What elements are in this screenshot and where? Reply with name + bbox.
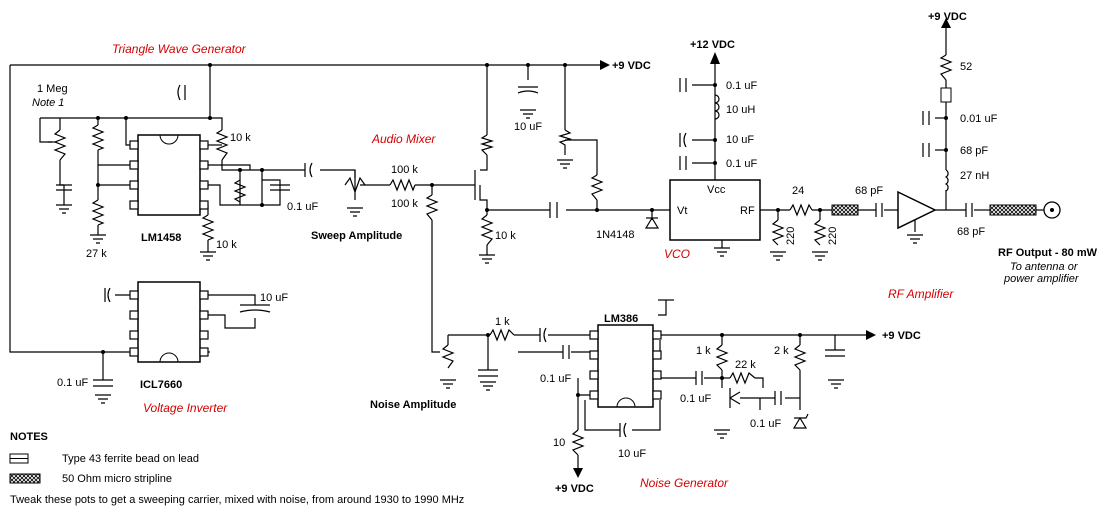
semiconductors bbox=[474, 170, 809, 429]
value-r-100k-b: 100 k bbox=[391, 198, 418, 210]
value-c-10u-inv: 10 uF bbox=[260, 292, 288, 304]
potentiometers bbox=[48, 129, 573, 369]
rail-arrows bbox=[573, 18, 951, 478]
value-c-10u-n: 10 uF bbox=[618, 448, 646, 460]
label-vco-vt: Vt bbox=[677, 205, 687, 217]
junction-dots bbox=[96, 63, 948, 397]
value-r-100k-a: 100 k bbox=[391, 164, 418, 176]
notes-item-ferrite: Type 43 ferrite bead on lead bbox=[62, 453, 199, 465]
value-diode-1n4148: 1N4148 bbox=[596, 229, 635, 241]
rf-amplifier-triangle bbox=[897, 190, 937, 232]
rf-output-connector bbox=[1043, 201, 1061, 219]
value-c-001: 0.01 uF bbox=[960, 113, 998, 125]
label-noise-generator: Noise Generator bbox=[640, 476, 729, 490]
value-c-01-vco1: 0.1 uF bbox=[726, 80, 757, 92]
lm386-chip bbox=[589, 324, 662, 408]
label-triangle-wave-generator: Triangle Wave Generator bbox=[112, 42, 247, 56]
ferrite-beads-striplines bbox=[831, 87, 1037, 216]
value-r-22k: 22 k bbox=[735, 359, 756, 371]
label-icl7660: ICL7660 bbox=[140, 379, 182, 391]
ground-symbols bbox=[56, 109, 923, 439]
label-lm386: LM386 bbox=[604, 313, 638, 325]
value-c-01-n2: 0.1 uF bbox=[680, 393, 711, 405]
value-c-01-inv: 0.1 uF bbox=[57, 377, 88, 389]
notes-tweak: Tweak these pots to get a sweeping carri… bbox=[10, 494, 464, 506]
value-r-1k-b: 1 k bbox=[696, 345, 711, 357]
label-rf-output-line2: power amplifier bbox=[1003, 273, 1080, 285]
label-vco-vcc: Vcc bbox=[707, 184, 726, 196]
value-r-10k-c: 10 k bbox=[495, 230, 516, 242]
label-rail-9v-noise: +9 VDC bbox=[882, 330, 921, 342]
value-r-27k: 27 k bbox=[86, 248, 107, 260]
label-lm1458: LM1458 bbox=[141, 232, 181, 244]
notes-title: NOTES bbox=[10, 431, 48, 443]
value-c-01-a: 0.1 uF bbox=[287, 201, 318, 213]
value-r-220-a: 220 bbox=[785, 227, 797, 245]
value-r-52: 52 bbox=[960, 61, 972, 73]
label-rail-12v: +12 VDC bbox=[690, 39, 735, 51]
value-r-10k-a: 10 k bbox=[230, 132, 251, 144]
label-rf-output-line1: To antenna or bbox=[1010, 261, 1079, 273]
component-values: 10 k 27 k 10 k 0.1 uF 100 k 100 k 10 uF … bbox=[57, 61, 998, 460]
value-r-2k: 2 k bbox=[774, 345, 789, 357]
label-pot-1meg: 1 Meg bbox=[37, 83, 68, 95]
vco-module bbox=[669, 179, 761, 241]
lm1458-chip bbox=[129, 134, 209, 216]
value-r-220-b: 220 bbox=[827, 227, 839, 245]
value-l-27nh: 27 nH bbox=[960, 170, 989, 182]
label-rail-9v-top: +9 VDC bbox=[612, 60, 651, 72]
value-c-01-n1: 0.1 uF bbox=[540, 373, 571, 385]
value-c-68p-a: 68 pF bbox=[855, 185, 883, 197]
label-rail-9v-bottom: +9 VDC bbox=[555, 483, 594, 495]
value-r-24: 24 bbox=[792, 185, 804, 197]
value-l-10uh: 10 uH bbox=[726, 104, 755, 116]
label-voltage-inverter: Voltage Inverter bbox=[143, 401, 228, 415]
value-r-10: 10 bbox=[553, 437, 565, 449]
label-noise-amplitude: Noise Amplitude bbox=[370, 399, 456, 411]
value-c-01-n3: 0.1 uF bbox=[750, 418, 781, 430]
label-rf-output: RF Output - 80 mW bbox=[998, 247, 1098, 259]
label-rf-amplifier: RF Amplifier bbox=[888, 287, 954, 301]
label-note1: Note 1 bbox=[32, 97, 64, 109]
label-sweep-amplitude: Sweep Amplitude bbox=[311, 230, 402, 242]
value-c-68p-c: 68 pF bbox=[957, 226, 985, 238]
value-r-1k-a: 1 k bbox=[495, 316, 510, 328]
value-c-68p-b: 68 pF bbox=[960, 145, 988, 157]
icl7660-chip bbox=[129, 281, 209, 363]
value-r-10k-b: 10 k bbox=[216, 239, 237, 251]
capacitors bbox=[56, 78, 973, 438]
value-c-10u-a: 10 uF bbox=[514, 121, 542, 133]
resistors bbox=[91, 54, 953, 456]
value-c-10u-vco: 10 uF bbox=[726, 134, 754, 146]
notes-item-stripline: 50 Ohm micro stripline bbox=[62, 473, 172, 485]
label-audio-mixer: Audio Mixer bbox=[371, 132, 436, 146]
label-vco: VCO bbox=[664, 247, 690, 261]
value-c-01-vco2: 0.1 uF bbox=[726, 158, 757, 170]
label-rail-9v-rf: +9 VDC bbox=[928, 11, 967, 23]
inductors bbox=[714, 94, 949, 192]
notes-legend-symbols bbox=[9, 453, 41, 484]
label-vco-rf: RF bbox=[740, 205, 755, 217]
